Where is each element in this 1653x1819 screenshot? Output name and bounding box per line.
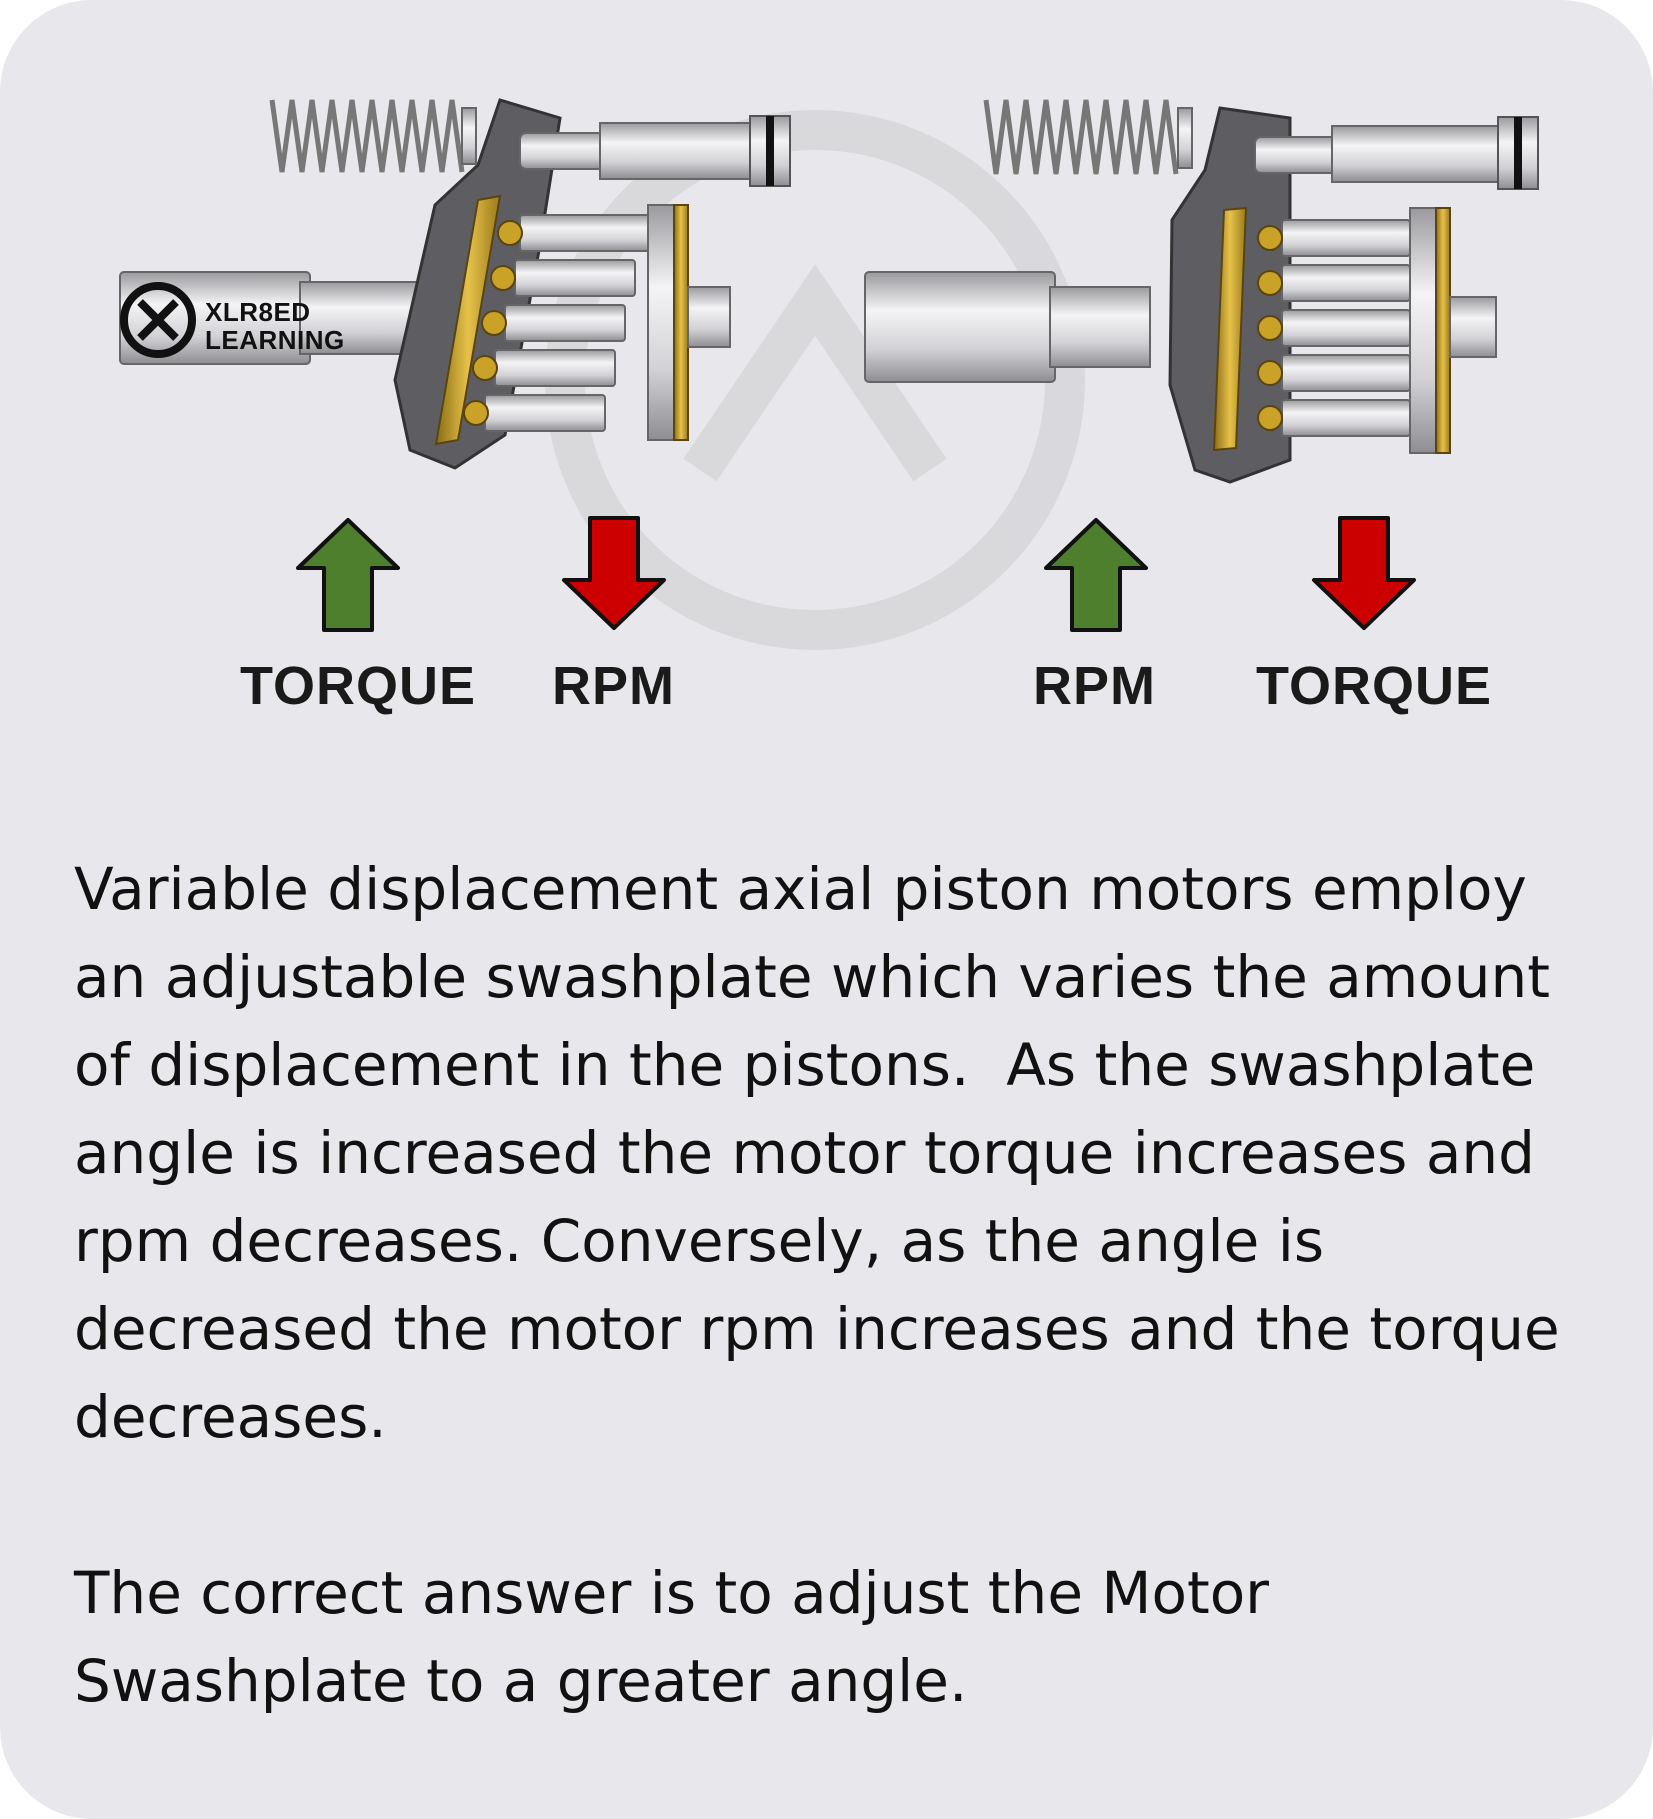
logo-line-2: LEARNING <box>205 325 345 355</box>
left-motor-large-angle <box>119 98 791 470</box>
right-motor-small-angle <box>864 99 1539 484</box>
xlr8ed-logo <box>120 282 196 358</box>
torque-down-arrow <box>1312 516 1416 630</box>
logo-line-1: XLR8ED <box>205 297 311 327</box>
left-rpm-label: RPM <box>552 656 675 716</box>
torque-up-arrow <box>296 518 400 632</box>
motor-diagram <box>119 98 1539 650</box>
explanation-text: Variable displacement axial piston motor… <box>74 845 1614 1725</box>
rpm-down-arrow <box>562 516 666 630</box>
explanation-paragraph-2: The correct answer is to adjust the Moto… <box>74 1559 1288 1715</box>
right-torque-label: TORQUE <box>1256 656 1493 716</box>
left-torque-label: TORQUE <box>240 656 477 716</box>
right-rpm-label: RPM <box>1033 656 1156 716</box>
rpm-up-arrow <box>1044 518 1148 632</box>
explanation-paragraph-1: Variable displacement axial piston motor… <box>74 855 1579 1451</box>
logo-text: XLR8ED LEARNING <box>205 298 345 354</box>
